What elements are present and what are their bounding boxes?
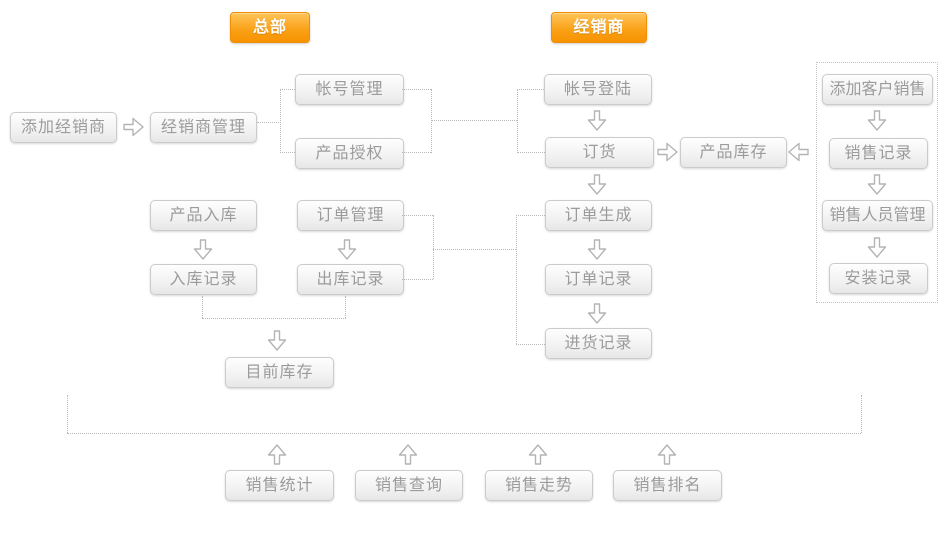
connector-line	[861, 395, 862, 433]
node-account-management: 帐号管理	[295, 74, 404, 105]
connector-line	[402, 215, 433, 216]
connector-line	[517, 152, 545, 153]
dealer-tag: 经销商	[551, 12, 647, 43]
arrow-down-icon	[190, 236, 216, 262]
arrow-up-icon	[525, 442, 551, 468]
customer-sales-group-box	[816, 62, 938, 303]
node-product-stock: 产品库存	[680, 137, 787, 168]
connector-line	[516, 215, 517, 344]
connector-line	[516, 344, 545, 345]
connector-line	[67, 433, 861, 434]
connector-line	[433, 249, 516, 250]
connector-line	[402, 152, 431, 153]
arrow-down-icon	[864, 234, 890, 260]
arrow-down-icon	[264, 327, 290, 353]
arrow-right-icon	[120, 114, 146, 140]
node-account-login: 帐号登陆	[544, 74, 652, 105]
node-sales-record: 销售记录	[829, 138, 928, 169]
connector-line	[517, 89, 544, 90]
node-product-authorization: 产品授权	[295, 138, 404, 169]
arrow-up-icon	[654, 442, 680, 468]
node-purchase-record: 进货记录	[545, 328, 652, 359]
node-current-stock: 目前库存	[225, 357, 334, 388]
connector-line	[67, 395, 68, 433]
connector-line	[345, 296, 346, 318]
node-inbound-record: 入库记录	[150, 264, 257, 295]
connector-line	[202, 318, 346, 319]
node-order-generate: 订单生成	[545, 200, 652, 231]
node-sales-statistics: 销售统计	[225, 470, 334, 501]
node-dealer-management: 经销商管理	[150, 112, 257, 143]
node-add-dealer: 添加经销商	[10, 112, 117, 143]
arrow-up-icon	[264, 442, 290, 468]
connector-line	[280, 89, 281, 153]
connector-line	[280, 89, 295, 90]
arrow-down-icon	[584, 300, 610, 326]
node-sales-staff-management: 销售人员管理	[822, 200, 933, 231]
arrow-down-icon	[864, 171, 890, 197]
connector-line	[516, 215, 545, 216]
arrow-down-icon	[584, 107, 610, 133]
node-order-management: 订单管理	[297, 200, 404, 231]
connector-line	[402, 89, 431, 90]
arrow-down-icon	[334, 236, 360, 262]
connector-line	[202, 296, 203, 318]
connector-line	[280, 152, 295, 153]
arrow-right-icon	[654, 139, 680, 165]
node-sales-ranking: 销售排名	[613, 470, 722, 501]
connector-line	[402, 279, 433, 280]
node-order-record: 订单记录	[545, 264, 652, 295]
arrow-down-icon	[584, 236, 610, 262]
node-order-goods: 订货	[545, 137, 654, 168]
arrow-down-icon	[584, 171, 610, 197]
connector-line	[257, 122, 281, 123]
arrow-down-icon	[864, 107, 890, 133]
connector-line	[431, 120, 517, 121]
node-outbound-record: 出库记录	[297, 264, 404, 295]
arrow-up-icon	[395, 442, 421, 468]
node-add-customer-sale: 添加客户销售	[822, 74, 933, 105]
node-product-inbound: 产品入库	[150, 200, 257, 231]
connector-line	[431, 89, 432, 153]
connector-line	[433, 215, 434, 279]
node-sales-query: 销售查询	[355, 470, 463, 501]
node-sales-trend: 销售走势	[485, 470, 593, 501]
headquarters-tag: 总部	[230, 12, 310, 43]
node-install-record: 安装记录	[829, 263, 928, 294]
arrow-left-icon	[786, 139, 812, 165]
connector-line	[517, 89, 518, 153]
